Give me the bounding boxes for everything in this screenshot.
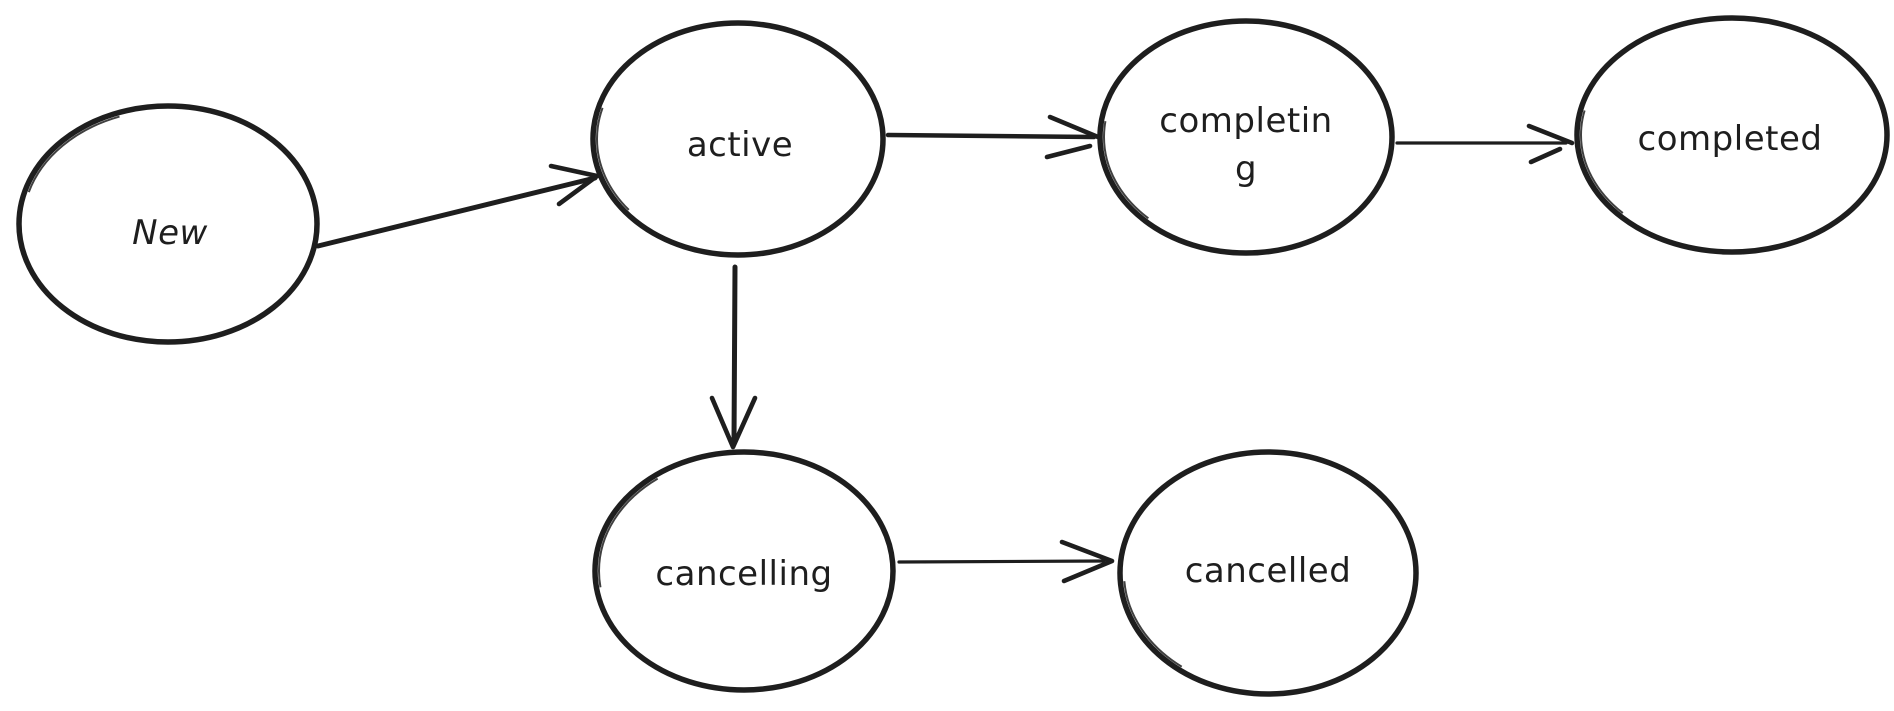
node-new-ellipse[interactable] — [16, 103, 320, 345]
arrowhead-active-to-completing — [1044, 114, 1101, 160]
edge-new-to-active[interactable] — [315, 175, 598, 249]
node-active-sketch-arc — [596, 26, 880, 252]
node-active-label[interactable]: active — [686, 125, 794, 165]
node-completing-label-line1: completin — [1159, 101, 1333, 141]
node-cancelled-label[interactable]: cancelled — [1184, 551, 1352, 591]
arrowhead-new-to-active — [548, 163, 600, 207]
node-new-label[interactable]: New — [132, 213, 208, 253]
arrowhead-active-to-cancelling — [709, 395, 758, 450]
node-active-ellipse[interactable] — [590, 20, 886, 258]
node-cancelling-label[interactable]: cancelling — [655, 554, 833, 594]
node-cancelling-sketch-arc — [598, 455, 890, 687]
node-completed-label[interactable]: completed — [1637, 119, 1823, 159]
node-completing-sketch-arc — [1103, 24, 1389, 250]
arrowhead-cancelling-to-cancelled — [1059, 539, 1115, 584]
node-completed-sketch-arc — [1580, 21, 1884, 249]
nodes-layer — [16, 15, 1890, 697]
node-completed-ellipse[interactable] — [1574, 15, 1890, 255]
node-cancelled-ellipse[interactable] — [1117, 449, 1419, 697]
node-cancelling-ellipse[interactable] — [592, 449, 896, 693]
node-completing-ellipse[interactable] — [1097, 18, 1395, 256]
edge-active-to-completing[interactable] — [885, 132, 1097, 140]
arrowhead-completing-to-completed — [1526, 123, 1575, 165]
edges-layer — [315, 114, 1575, 584]
edge-cancelling-to-cancelled[interactable] — [897, 559, 1106, 564]
edge-active-to-cancelling[interactable] — [731, 264, 738, 445]
node-completing-label[interactable]: completin g — [1159, 97, 1332, 193]
node-completing-label-line2: g — [1234, 149, 1258, 189]
